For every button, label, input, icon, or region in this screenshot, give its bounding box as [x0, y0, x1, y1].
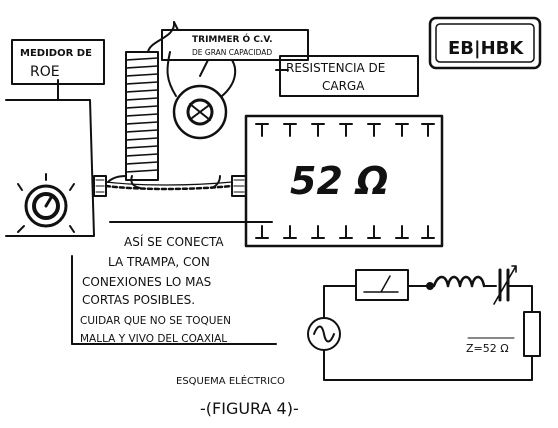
label-resistencia-line1: RESISTENCIA DE — [286, 61, 385, 75]
note-line-4: CORTAS POSIBLES. — [82, 293, 195, 307]
note-line-2: LA TRAMPA, CON — [108, 255, 210, 269]
schematic-title: ESQUEMA ELÉCTRICO — [176, 374, 285, 387]
label-medidor-line1: MEDIDOR DE — [20, 48, 92, 59]
label-trimmer-line2: DE GRAN CAPACIDAD — [192, 48, 272, 57]
label-resistencia-line2: CARGA — [322, 79, 365, 93]
schematic — [307, 265, 541, 381]
note-line-6: MALLA Y VIVO DEL COAXIAL — [80, 333, 227, 345]
trimmer-capacitor — [161, 29, 309, 140]
resistor-value: 52 Ω — [290, 159, 388, 203]
note-line-3: CONEXIONES LO MAS — [82, 275, 211, 289]
note-box — [71, 221, 277, 345]
figure-caption: -(FIGURA 4)- — [200, 399, 299, 418]
roe-meter — [5, 39, 107, 237]
coax-cable — [104, 175, 234, 191]
schematic-load-label: Z=52 Ω — [466, 342, 509, 355]
trap-coil — [125, 21, 179, 181]
note-line-1: ASÍ SE CONECTA — [124, 234, 224, 249]
roe-knob-icon — [17, 173, 75, 233]
label-trimmer-line1: TRIMMER Ó C.V. — [192, 33, 273, 45]
logo-text: EB|HBK — [448, 38, 524, 59]
label-medidor-line2: ROE — [30, 64, 60, 80]
note-line-5: CUIDAR QUE NO SE TOQUEN — [80, 315, 231, 327]
load-resistor — [231, 55, 444, 248]
logo — [428, 16, 542, 70]
